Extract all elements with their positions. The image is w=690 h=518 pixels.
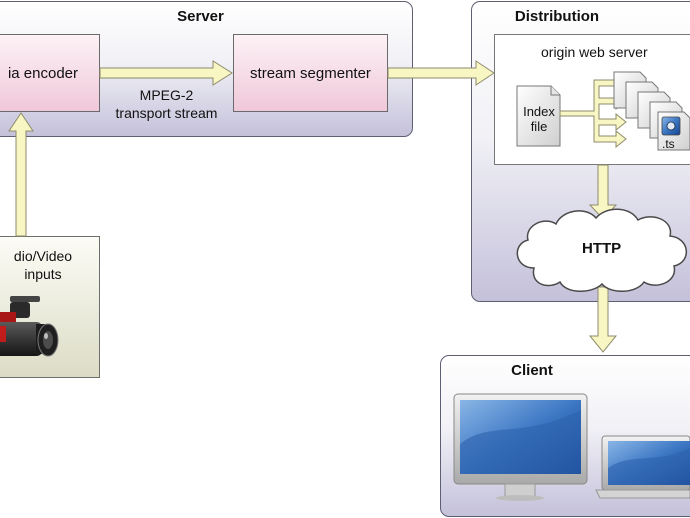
http-label: HTTP bbox=[582, 240, 622, 257]
server-title: Server bbox=[177, 8, 224, 25]
index-file-icon bbox=[516, 85, 561, 147]
index-file-line1: Index bbox=[523, 104, 555, 119]
av-inputs-line1: dio/Video bbox=[13, 248, 73, 264]
media-encoder-label: ia encoder bbox=[7, 64, 79, 82]
laptop-computer-icon bbox=[595, 435, 690, 499]
arrow-segmenter-to-distribution bbox=[387, 60, 495, 86]
arrow-http-to-client bbox=[588, 286, 618, 353]
http-cloud bbox=[516, 208, 687, 292]
transport-stream-label: MPEG-2 transport stream bbox=[100, 86, 233, 122]
distribution-title: Distribution bbox=[514, 8, 600, 25]
desktop-computer-icon bbox=[453, 393, 588, 501]
origin-web-server-label: origin web server bbox=[541, 44, 648, 60]
transport-label-line1: MPEG-2 bbox=[139, 87, 194, 103]
stream-segmenter-box: stream segmenter bbox=[233, 34, 388, 112]
stream-segmenter-label: stream segmenter bbox=[250, 64, 371, 82]
client-title: Client bbox=[511, 362, 553, 379]
index-file-label: Index file bbox=[518, 104, 560, 134]
av-inputs-line2: inputs bbox=[24, 266, 62, 282]
media-encoder-box: ia encoder bbox=[0, 34, 100, 112]
arrow-inputs-to-encoder bbox=[8, 112, 34, 237]
arrow-encoder-to-segmenter bbox=[99, 60, 233, 86]
video-camera-icon bbox=[0, 296, 59, 357]
index-file-line2: file bbox=[530, 119, 548, 134]
ts-label: .ts bbox=[662, 137, 675, 151]
transport-label-line2: transport stream bbox=[115, 105, 218, 121]
av-inputs-label: dio/Video inputs bbox=[0, 247, 99, 283]
ts-segment-files bbox=[613, 71, 690, 151]
